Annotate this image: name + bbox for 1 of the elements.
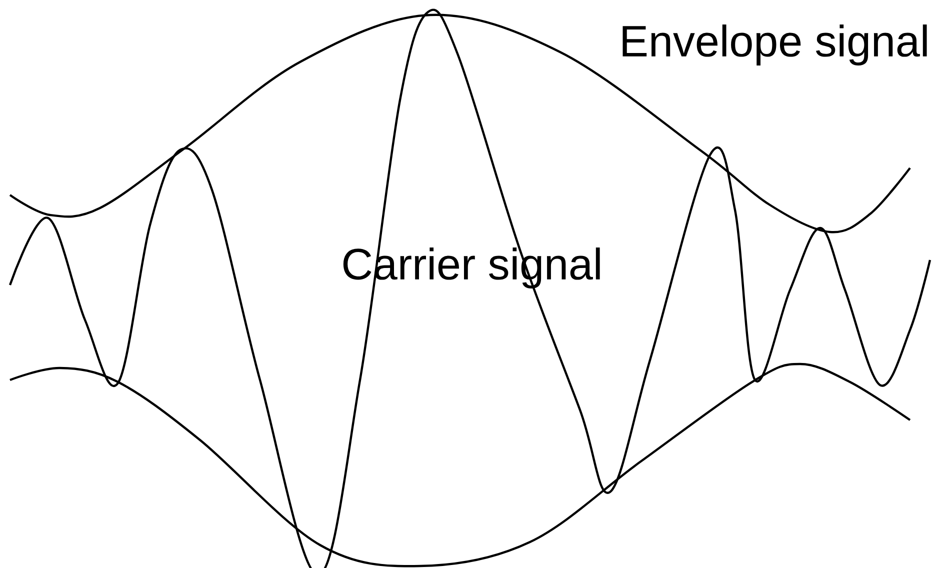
signal-label: Envelope signal <box>622 24 927 66</box>
